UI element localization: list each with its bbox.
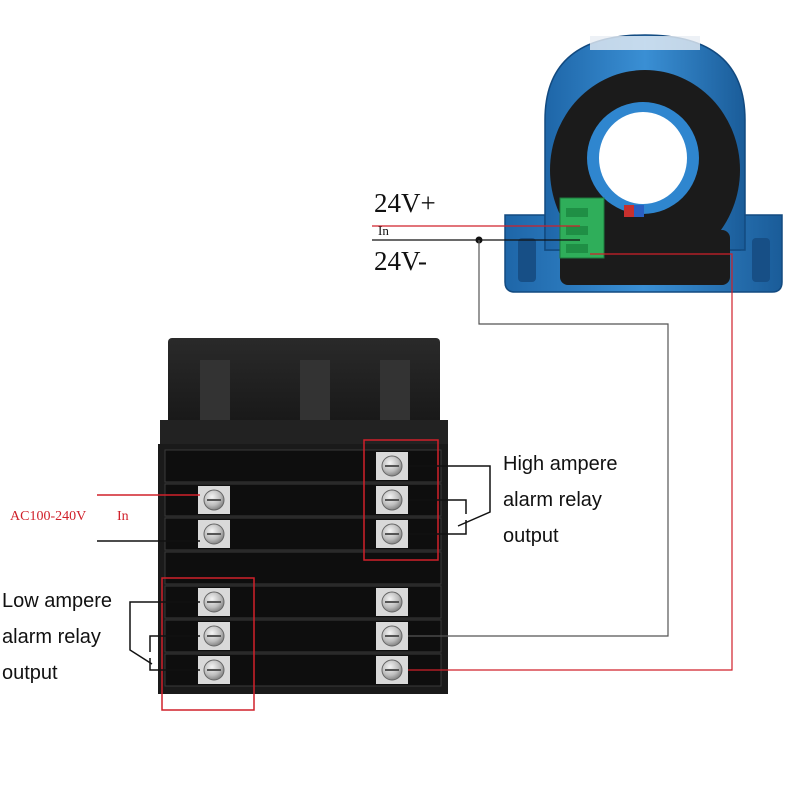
- wire-24v-minus-to-controller: [408, 253, 733, 671]
- controller-top-vents: [200, 360, 410, 420]
- sensor-jumper-red: [624, 205, 634, 217]
- high-alarm-wires: [408, 465, 491, 535]
- label-ac-in: In: [117, 509, 129, 524]
- left-screw-column: [198, 486, 230, 684]
- sensor-label-strip: [590, 36, 700, 50]
- wire-in-to-controller: [408, 240, 669, 637]
- terminal-row: [164, 551, 442, 585]
- temperature-controller: [158, 338, 448, 694]
- label-high-alarm-line1: High ampere: [503, 453, 618, 475]
- wire-low-alarm-no: [149, 635, 200, 652]
- screw-terminal: [376, 622, 408, 650]
- low-alarm-wires: [129, 601, 200, 671]
- terminal-slot-1: [566, 208, 588, 217]
- label-high-alarm-line2: alarm relay: [503, 489, 602, 511]
- sensor-wires: [372, 225, 733, 671]
- terminal-rows: [164, 449, 442, 687]
- wire-high-alarm-nc: [408, 520, 467, 535]
- wire-low-alarm-common: [129, 601, 200, 665]
- label-low-alarm-line2: alarm relay: [2, 626, 101, 648]
- label-24v-minus: 24V-: [374, 246, 428, 276]
- right-screw-column: [376, 452, 408, 684]
- controller-top-ridge: [160, 420, 448, 448]
- screw-terminal: [376, 452, 408, 480]
- sensor-slot-right: [752, 238, 770, 282]
- label-24v-plus: 24V+: [374, 188, 436, 218]
- sensor-jumper-blue: [634, 205, 644, 217]
- label-high-alarm-line3: output: [503, 525, 559, 547]
- terminal-slot-2: [566, 226, 588, 235]
- label-low-alarm-line3: output: [2, 662, 58, 684]
- label-ac-voltage: AC100-240V: [10, 509, 87, 524]
- wire-low-alarm-nc: [149, 658, 200, 671]
- label-low-alarm-line1: Low ampere: [2, 590, 113, 612]
- screw-terminal: [198, 656, 230, 684]
- ac-input-wires: [97, 494, 200, 542]
- screw-terminal: [376, 588, 408, 616]
- screw-terminal: [376, 520, 408, 548]
- screw-terminal: [376, 656, 408, 684]
- terminal-slot-3: [566, 244, 588, 253]
- screw-terminal: [198, 486, 230, 514]
- screw-terminal: [198, 622, 230, 650]
- wire-high-alarm-no: [408, 499, 467, 514]
- sensor-hole: [599, 112, 687, 204]
- label-in-sensor: In: [378, 223, 389, 238]
- sensor-slot-left: [518, 238, 536, 282]
- current-sensor: [504, 34, 783, 293]
- screw-terminal: [376, 486, 408, 514]
- screw-terminal: [198, 588, 230, 616]
- screw-terminal: [198, 520, 230, 548]
- low-alarm-highlight-box: [161, 577, 255, 711]
- wire-high-alarm-common: [408, 465, 491, 527]
